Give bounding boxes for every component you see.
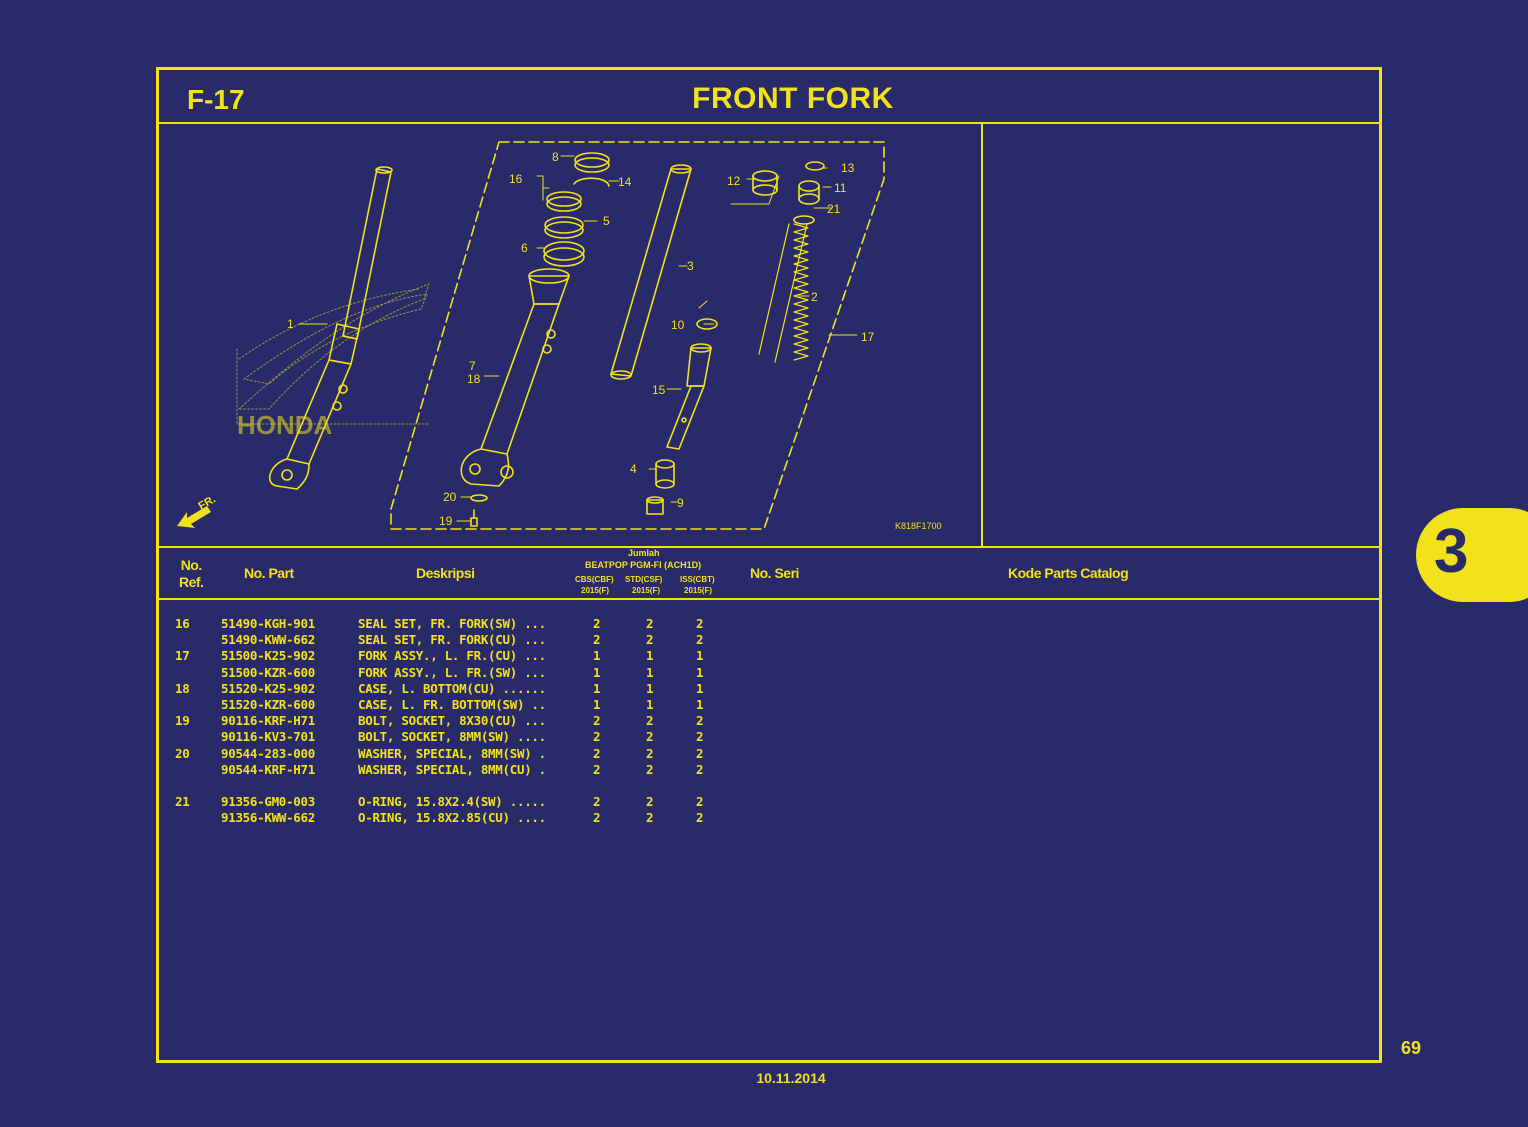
exploded-parts-diagram: 1 2 3 4 5 6 7 8 9 10 11 12 13 14 15 16 1…: [177, 141, 942, 531]
callout-19: 19: [439, 514, 453, 528]
col-header-qty-3-type: ISS(CBT): [680, 575, 715, 584]
table-header-divider: [159, 598, 1379, 600]
callout-17: 17: [861, 330, 875, 344]
col-header-qty-2-type: STD(CSF): [625, 575, 663, 584]
honda-wing-logo: [236, 283, 430, 425]
callout-numbers: 1 2 3 4 5 6 7 8 9 10 11 12 13 14 15 16 1…: [197, 150, 942, 531]
callout-13: 13: [841, 161, 855, 175]
assembly-17-outline: [390, 141, 885, 530]
col-header-qty-1-year: 2015(F): [581, 586, 610, 595]
section-tab-number: 3: [1434, 517, 1469, 586]
callout-21: 21: [827, 202, 841, 216]
bottom-case-18: [460, 268, 570, 487]
callout-8: 8: [552, 150, 559, 164]
bolt-19: [470, 494, 488, 527]
callout-15: 15: [652, 383, 666, 397]
damper-rod-15: [646, 318, 718, 515]
callout-6: 6: [521, 241, 528, 255]
col-header-desc: Deskripsi: [416, 565, 475, 581]
col-header-catalog: Kode Parts Catalog: [1008, 565, 1129, 581]
col-header-qty-3-year: 2015(F): [684, 586, 713, 595]
top-parts: [752, 161, 825, 225]
page-title: FRONT FORK: [692, 82, 894, 115]
honda-watermark-text: HONDA: [237, 410, 333, 440]
title-divider: [159, 122, 1379, 124]
col-header-part: No. Part: [244, 565, 294, 581]
fork-spring-2: [758, 223, 809, 363]
footer-date: 10.11.2014: [756, 1070, 826, 1086]
col-header-qty-1-type: CBS(CBF): [575, 575, 614, 584]
callout-4: 4: [630, 462, 637, 476]
fork-pipe-3: [610, 164, 692, 380]
callout-12: 12: [727, 174, 741, 188]
col-header-qty-2-year: 2015(F): [632, 586, 661, 595]
callout-10: 10: [671, 318, 685, 332]
diagram-bottom-divider: [159, 546, 1379, 548]
catalog-page-frame: F-17 FRONT FORK: [156, 67, 1382, 1063]
front-direction-arrow: [177, 506, 211, 528]
callout-1: 1: [287, 317, 294, 331]
col-header-qty-title: Jumlah: [628, 548, 660, 558]
page-number: 69: [1401, 1038, 1422, 1058]
callout-9: 9: [677, 496, 684, 510]
col-header-serial: No. Seri: [750, 565, 799, 581]
callout-20: 20: [443, 490, 457, 504]
callout-11: 11: [834, 181, 847, 195]
col-header-ref: No. Ref.: [179, 557, 204, 590]
callout-14: 14: [618, 175, 632, 189]
callout-2: 2: [811, 290, 818, 304]
seal-stack: [543, 152, 610, 267]
callout-7: 7: [469, 359, 476, 373]
fork-assembly-1: [268, 166, 393, 490]
drawing-code: K818F1700: [895, 521, 942, 531]
callout-16: 16: [509, 172, 523, 186]
diagram-divider: [981, 122, 983, 546]
section-code: F-17: [187, 84, 245, 115]
col-header-qty-model: BEATPOP PGM-FI (ACH1D): [585, 560, 702, 570]
fr-label: FR.: [197, 493, 218, 512]
section-tab[interactable]: 3: [1416, 508, 1528, 602]
callout-3: 3: [687, 259, 694, 273]
callout-18: 18: [467, 372, 481, 386]
callout-5: 5: [603, 214, 610, 228]
